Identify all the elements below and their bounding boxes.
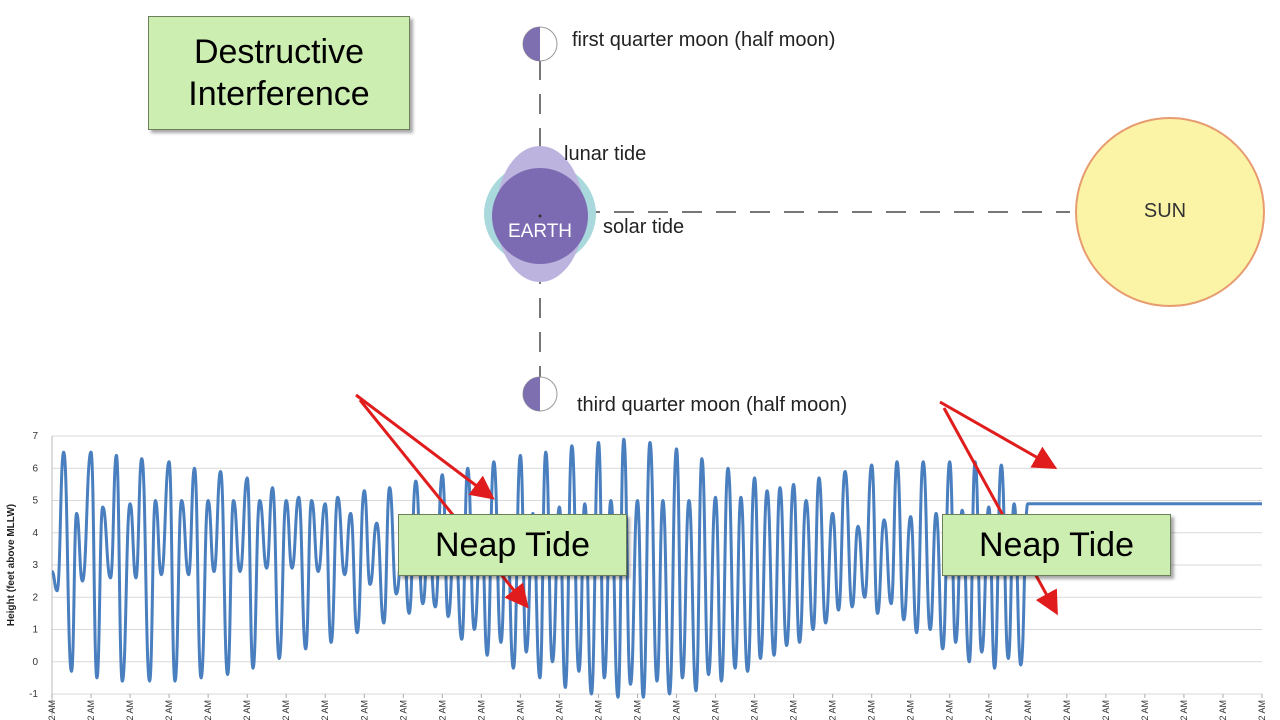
x-tick-label: 1/20 12 AM xyxy=(789,700,799,720)
x-tick-label: 1/27 12 AM xyxy=(1062,700,1072,720)
sun xyxy=(1075,117,1265,307)
neap-tide-text: Neap Tide xyxy=(435,525,590,564)
neap-tide-callout-left: Neap Tide xyxy=(398,514,627,576)
third-quarter-moon-icon xyxy=(522,376,558,412)
y-tick-label: 3 xyxy=(32,560,38,571)
tide-height-chart: 7 6 5 4 3 2 1 0 -1 1/1 12 AM 1/2 12 AM 1/3 12 AM 1/4… xyxy=(29,431,1267,720)
x-tick-label: 1/3 12 AM xyxy=(125,700,135,720)
y-tick-label: -1 xyxy=(29,689,38,700)
red-arrow xyxy=(942,407,1058,616)
red-arrow xyxy=(939,400,1058,469)
earth-label: EARTH xyxy=(507,221,573,242)
x-tick-label: 1/25 12 AM xyxy=(984,700,994,720)
x-tick-label: 1/30 12 AM xyxy=(1179,700,1189,720)
neap-tide-callout-right: Neap Tide xyxy=(942,514,1171,576)
x-tick-label: 1/11 12 AM xyxy=(437,700,447,720)
solar-tide-label: solar tide xyxy=(603,216,685,238)
red-arrow xyxy=(355,393,495,500)
y-tick-label: 6 xyxy=(32,463,38,474)
x-tick-label: 1/6 12 AM xyxy=(242,700,252,720)
x-tick-label: 2/1 12 AM xyxy=(1257,700,1267,720)
neap-tide-text: Neap Tide xyxy=(979,525,1134,564)
x-tick-label: 1/13 12 AM xyxy=(515,700,525,720)
tide-height-line xyxy=(50,437,1262,699)
title-text: Destructive Interference xyxy=(188,33,370,113)
y-tick-label: 2 xyxy=(32,592,38,603)
earth-center-dot xyxy=(538,214,542,218)
x-tick-label: 1/19 12 AM xyxy=(750,700,760,720)
title-box: Destructive Interference xyxy=(148,16,410,130)
third-quarter-label: third quarter moon (half moon) xyxy=(577,394,848,416)
y-tick-label: 1 xyxy=(32,625,38,636)
x-tick-label: 1/26 12 AM xyxy=(1023,700,1033,720)
x-tick-label: 1/24 12 AM xyxy=(945,700,955,720)
first-quarter-label: first quarter moon (half moon) xyxy=(572,29,836,51)
x-tick-label: 1/23 12 AM xyxy=(906,700,916,720)
y-tick-label: 0 xyxy=(32,657,38,668)
x-tick-label: 1/9 12 AM xyxy=(359,700,369,720)
x-tick-label: 1/2 12 AM xyxy=(86,700,96,720)
lunar-tide-label: lunar tide xyxy=(564,143,647,165)
x-tick-label: 1/14 12 AM xyxy=(554,700,564,720)
y-tick-label: 5 xyxy=(32,496,38,507)
x-tick-label: 1/22 12 AM xyxy=(867,700,877,720)
x-tick-label: 1/31 12 AM xyxy=(1218,700,1228,720)
x-tick-label: 1/1 12 AM xyxy=(47,700,57,720)
x-tick-label: 1/16 12 AM xyxy=(632,700,642,720)
y-axis-label: Height (feet above MLLW) xyxy=(6,503,17,627)
x-tick-label: 1/4 12 AM xyxy=(164,700,174,720)
x-tick-label: 1/10 12 AM xyxy=(398,700,408,720)
x-tick-label: 1/17 12 AM xyxy=(672,700,682,720)
x-tick-label: 1/18 12 AM xyxy=(711,700,721,720)
x-tick-label: 1/7 12 AM xyxy=(281,700,291,720)
y-tick-label: 4 xyxy=(32,528,38,539)
x-tick-label: 1/8 12 AM xyxy=(320,700,330,720)
x-tick-label: 1/21 12 AM xyxy=(828,700,838,720)
y-tick-label: 7 xyxy=(32,431,38,442)
x-tick-label: 1/15 12 AM xyxy=(593,700,603,720)
x-tick-label: 1/29 12 AM xyxy=(1140,700,1150,720)
x-tick-label: 1/5 12 AM xyxy=(203,700,213,720)
sun-label: SUN xyxy=(1143,200,1187,222)
first-quarter-moon-icon xyxy=(522,26,558,62)
x-tick-label: 1/12 12 AM xyxy=(476,700,486,720)
x-tick-label: 1/28 12 AM xyxy=(1101,700,1111,720)
